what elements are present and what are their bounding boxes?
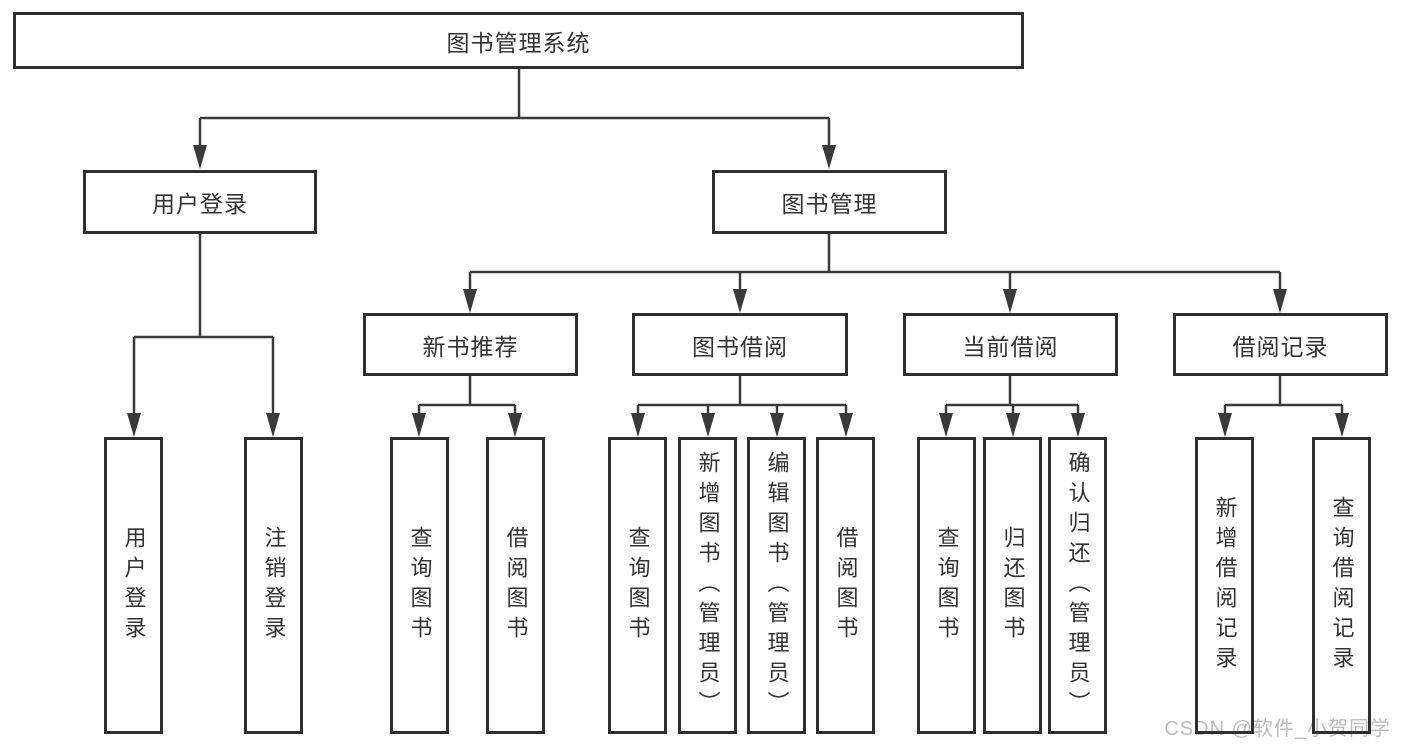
node-library-management-system: 图书管理系统 [13, 12, 1024, 69]
leaf-add-borrow-record: 新增借阅记录 [1195, 437, 1254, 734]
node-user-login: 用户登录 [83, 170, 317, 234]
leaf-confirm-return-admin: 确认归还（管理员） [1048, 437, 1107, 734]
csdn-watermark: CSDN @软件_小贺同学 [1164, 718, 1391, 740]
leaf-label: 归还图书 [1000, 525, 1026, 646]
leaf-label: 注销登录 [261, 525, 287, 646]
leaf-query-borrow-record: 查询借阅记录 [1312, 437, 1371, 734]
node-label: 用户登录 [152, 191, 248, 217]
leaf-borrow-books-recommend: 借阅图书 [486, 437, 545, 734]
node-label: 图书管理系统 [446, 29, 591, 56]
leaf-query-books-current: 查询图书 [917, 437, 976, 734]
node-current-borrowing: 当前借阅 [903, 313, 1118, 376]
leaf-label: 查询图书 [625, 525, 651, 646]
leaf-query-books-borrowing: 查询图书 [608, 437, 667, 734]
node-book-borrowing: 图书借阅 [632, 313, 848, 376]
leaf-label: 借阅图书 [833, 525, 859, 646]
node-label: 新书推荐 [422, 333, 519, 360]
node-label: 借阅记录 [1232, 333, 1329, 360]
leaf-add-books-admin: 新增图书（管理员） [678, 437, 737, 734]
leaf-query-books-recommend: 查询图书 [390, 437, 449, 734]
node-label: 图书管理 [781, 191, 878, 217]
node-book-management: 图书管理 [712, 170, 947, 234]
leaf-edit-books-admin: 编辑图书（管理员） [747, 437, 806, 734]
leaf-label: 查询图书 [934, 525, 960, 646]
leaf-label: 新增图书（管理员） [695, 450, 721, 721]
leaf-label: 用户登录 [121, 525, 147, 646]
leaf-label: 编辑图书（管理员） [764, 450, 790, 721]
node-label: 图书借阅 [692, 333, 788, 360]
leaf-label: 新增借阅记录 [1212, 495, 1238, 676]
leaf-label: 查询图书 [407, 525, 433, 646]
leaf-logout: 注销登录 [244, 437, 303, 734]
node-new-book-recommend: 新书推荐 [363, 313, 578, 376]
leaf-return-books: 归还图书 [983, 437, 1042, 734]
node-label: 当前借阅 [962, 333, 1059, 360]
node-borrowing-records: 借阅记录 [1173, 313, 1388, 376]
leaf-label: 确认归还（管理员） [1065, 450, 1091, 721]
leaf-borrow-books: 借阅图书 [816, 437, 875, 734]
leaf-user-login: 用户登录 [104, 437, 163, 734]
leaf-label: 借阅图书 [503, 525, 529, 646]
leaf-label: 查询借阅记录 [1329, 495, 1355, 676]
